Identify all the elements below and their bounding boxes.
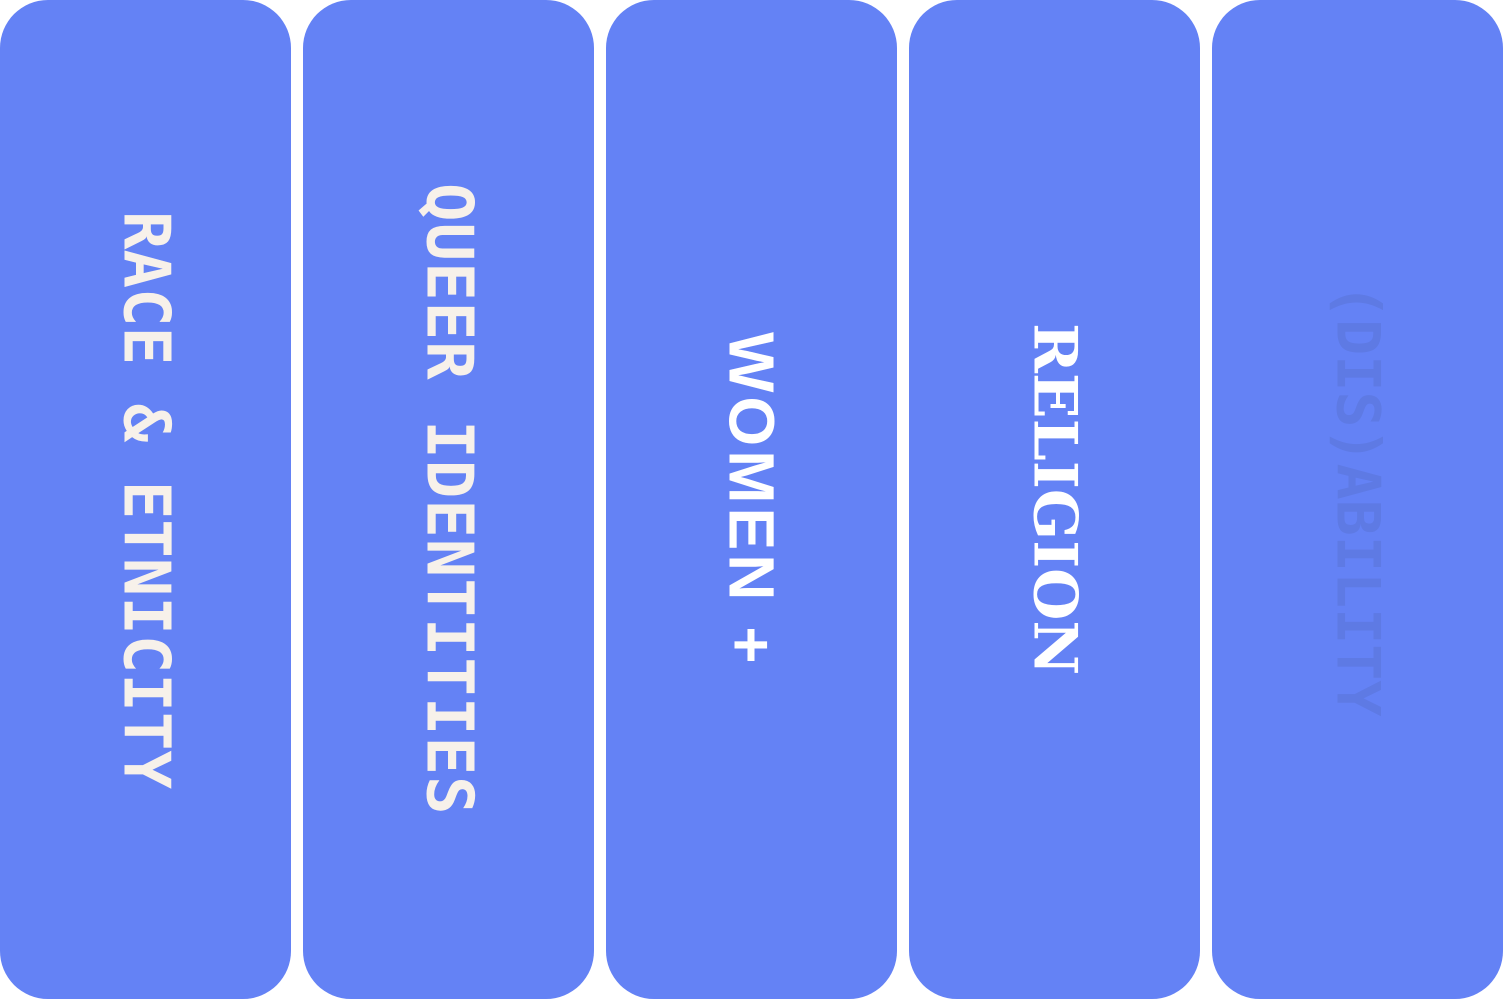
- tile-queer-identities-label: QUEER IDENTITIES: [411, 183, 486, 816]
- tile-religion-label: RELIGION: [1019, 323, 1090, 676]
- tile-queer-identities[interactable]: QUEER IDENTITIES: [303, 0, 594, 999]
- tile-disability[interactable]: (DIS)ABILITY: [1212, 0, 1503, 999]
- tile-disability-label: (DIS)ABILITY: [1322, 282, 1393, 717]
- tile-religion[interactable]: RELIGION: [909, 0, 1200, 999]
- tile-women-plus[interactable]: WOMEN +: [606, 0, 897, 999]
- tile-women-plus-label: WOMEN +: [715, 331, 788, 668]
- tile-race-ethnicity[interactable]: RACE & ETNICITY: [0, 0, 291, 999]
- tile-race-ethnicity-label: RACE & ETNICITY: [108, 210, 183, 789]
